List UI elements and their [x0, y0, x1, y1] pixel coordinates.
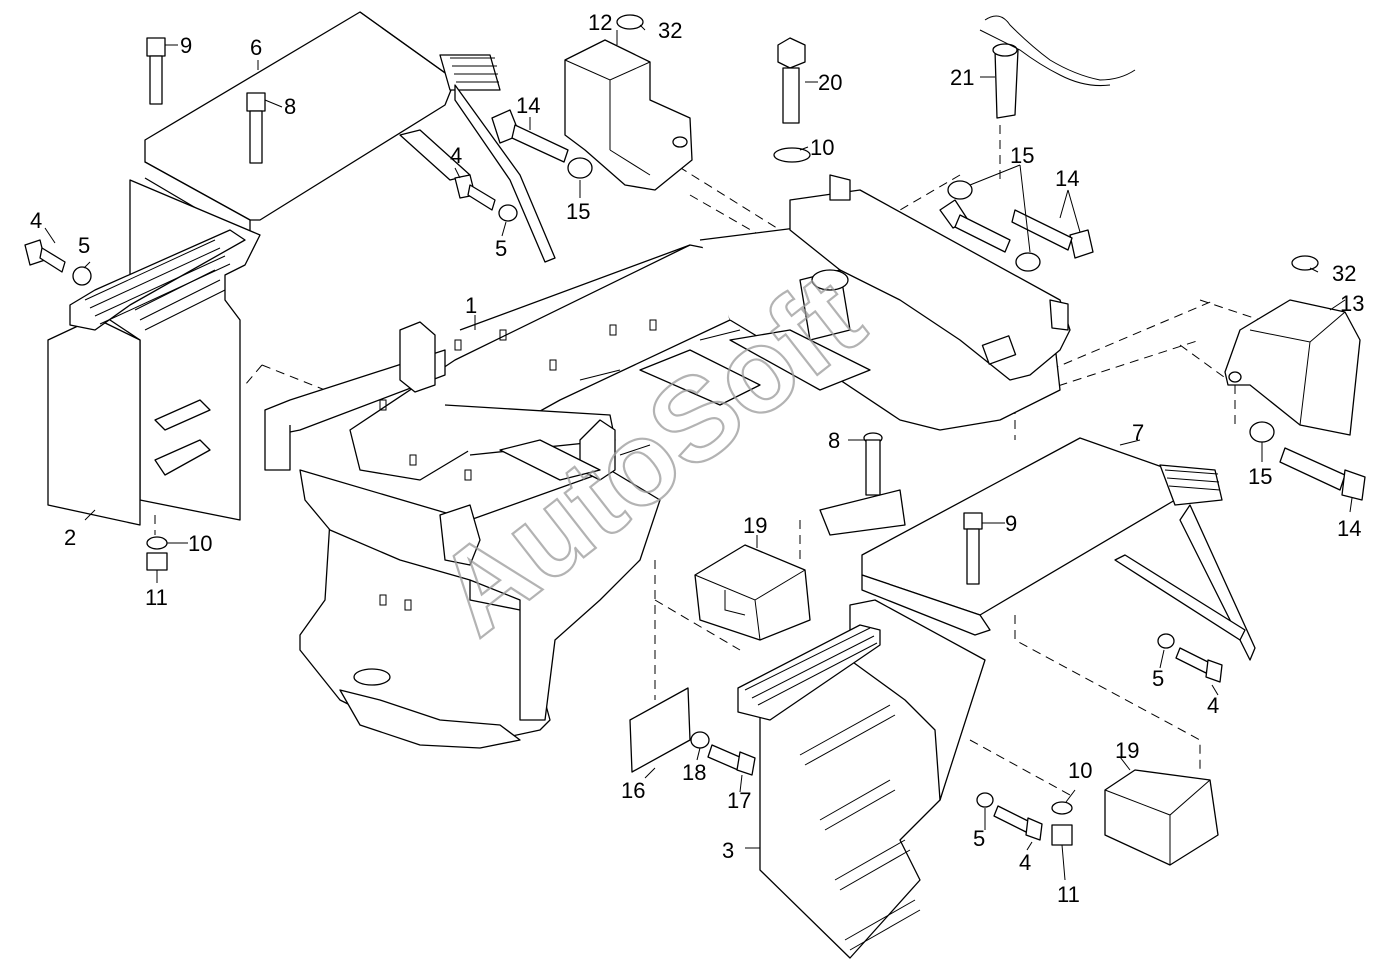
callout-5d: 5	[973, 826, 985, 851]
callout-18: 18	[682, 760, 706, 785]
frame-hole-details	[379, 319, 741, 611]
fender-right	[861, 437, 1256, 661]
step-left	[47, 179, 261, 526]
fasteners	[24, 14, 1366, 846]
callout-4c: 4	[1207, 693, 1219, 718]
callout-15c: 15	[1248, 464, 1272, 489]
callout-4d: 4	[1019, 850, 1031, 875]
pin-21	[979, 15, 1136, 119]
leader-lines	[44, 24, 1353, 881]
callout-14b: 14	[1055, 166, 1079, 191]
blocks-19-upper	[694, 544, 811, 641]
callout-12: 12	[588, 10, 612, 35]
plate-16	[629, 687, 691, 773]
callout-15b: 15	[1010, 143, 1034, 168]
callout-2: 2	[64, 525, 76, 550]
callout-8b: 8	[284, 94, 296, 119]
callout-10b: 10	[810, 135, 834, 160]
callout-16: 16	[621, 778, 645, 803]
callout-19b: 19	[1115, 738, 1139, 763]
callout-4a: 4	[30, 208, 42, 233]
callout-4b: 4	[450, 143, 462, 168]
callout-3: 3	[722, 838, 734, 863]
callout-14c: 14	[1337, 516, 1361, 541]
callout-32b: 32	[1332, 261, 1356, 286]
callout-11a: 11	[145, 585, 168, 610]
callout-6: 6	[250, 35, 262, 60]
callout-13: 13	[1340, 291, 1364, 316]
callout-14a: 14	[516, 93, 540, 118]
callout-7: 7	[1132, 420, 1144, 445]
blocks-19-lower	[1104, 769, 1219, 866]
callout-17: 17	[727, 788, 751, 813]
callout-5a: 5	[78, 233, 90, 258]
main-frame	[264, 174, 1071, 749]
callout-19a: 19	[743, 513, 767, 538]
callout-21: 21	[950, 65, 974, 90]
callout-5c: 5	[1152, 666, 1164, 691]
fender-left	[144, 11, 556, 263]
weight-13	[1224, 299, 1361, 436]
callout-15a: 15	[566, 199, 590, 224]
callout-10a: 10	[188, 531, 212, 556]
callout-9a: 9	[180, 33, 192, 58]
weight-12	[564, 39, 693, 191]
callout-10c: 10	[1068, 758, 1092, 783]
callout-32a: 32	[658, 18, 682, 43]
callout-labels: 1 2 3 4 4 4 4 5 5 5 5 6 7 8 8 9 9 10 10 …	[30, 10, 1364, 907]
callout-9b: 9	[1005, 511, 1017, 536]
step-right-lower	[737, 599, 986, 959]
callout-20: 20	[818, 70, 842, 95]
callout-11b: 11	[1057, 882, 1080, 907]
callout-5b: 5	[495, 236, 507, 261]
callout-1: 1	[465, 293, 477, 318]
callout-8a: 8	[828, 428, 840, 453]
